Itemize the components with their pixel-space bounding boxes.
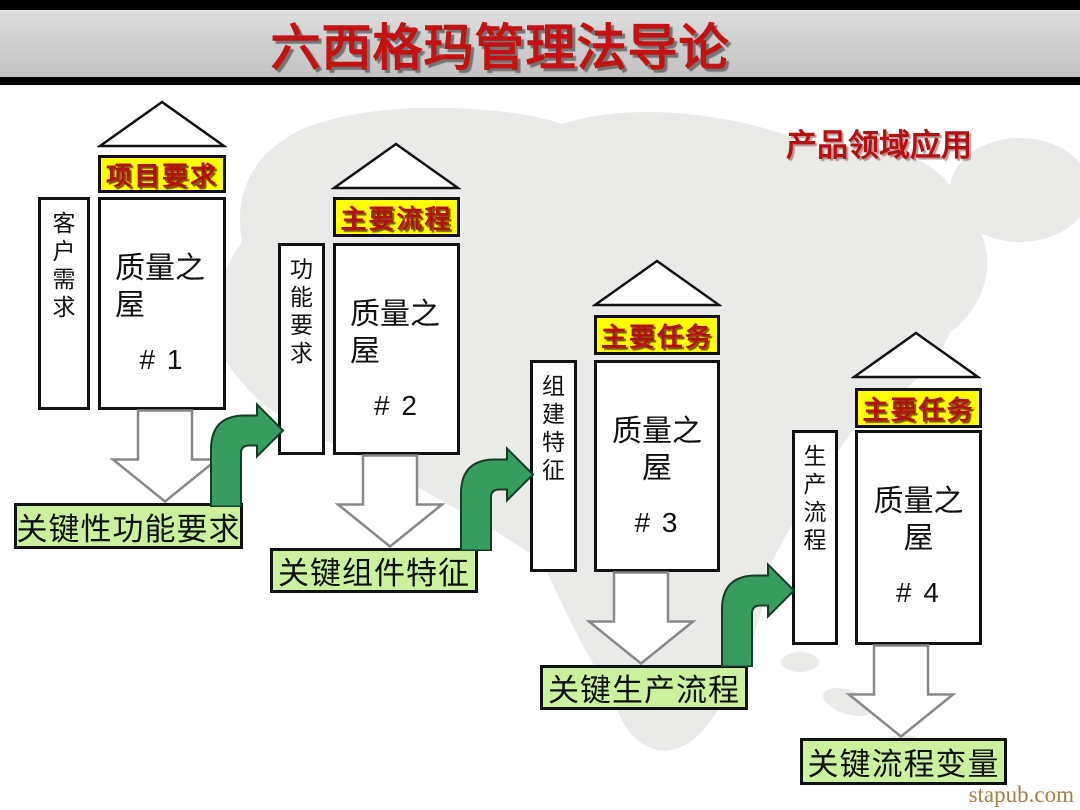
house-body-label: 质量之屋 <box>350 298 440 368</box>
curved-arrow-icon <box>210 402 285 507</box>
house-side-label: 生产流程 <box>803 443 827 553</box>
output-box: 关键流程变量 <box>800 738 1007 785</box>
house-roof-icon <box>331 142 461 190</box>
house-number: # 2 <box>374 390 419 421</box>
slide-title: 六西格玛管理法导论 <box>270 19 730 76</box>
watermark: stapub.com <box>968 782 1074 807</box>
application-domain-note: 产品领域应用 <box>786 128 972 163</box>
down-arrow-icon <box>585 571 697 666</box>
house-side-label: 功能要求 <box>290 256 313 366</box>
house-side-label: 组建特征 <box>542 373 565 483</box>
output-box: 关键组件特征 <box>270 548 478 593</box>
house-side-box: 功能要求 <box>278 243 325 455</box>
output-box: 关键生产流程 <box>540 665 748 710</box>
house-side-box: 客户需求 <box>38 197 90 410</box>
down-arrow-icon <box>334 454 446 549</box>
curved-arrow-icon <box>721 562 796 667</box>
house-roof-icon <box>97 100 227 148</box>
house-roof-label: 项目要求 <box>98 155 226 193</box>
house-roof-label: 主要任务 <box>855 388 982 428</box>
header-bottom-bar <box>0 77 1080 85</box>
house-number: # 1 <box>139 344 185 375</box>
down-arrow-icon <box>845 644 957 739</box>
house-roof-icon <box>851 331 981 379</box>
house-body-label: 质量之屋 <box>115 252 205 322</box>
down-arrow-icon <box>109 409 221 504</box>
house-main-box: 质量之屋 # 3 <box>594 360 720 572</box>
house-number: # 3 <box>634 507 680 538</box>
curved-arrow-icon <box>460 446 535 551</box>
house-main-box: 质量之屋 # 4 <box>855 430 982 645</box>
house-body-label: 质量之屋 <box>873 485 964 555</box>
house-body-label: 质量之屋 <box>612 415 702 485</box>
house-roof-icon <box>592 259 722 307</box>
house-main-box: 质量之屋 # 1 <box>98 197 226 410</box>
house-side-box: 组建特征 <box>530 360 577 572</box>
header-top-bar <box>0 0 1080 10</box>
house-number: # 4 <box>896 577 941 608</box>
house-main-box: 质量之屋 # 2 <box>333 243 460 455</box>
house-side-label: 客户需求 <box>52 210 76 320</box>
output-box: 关键性功能要求 <box>14 503 243 549</box>
house-side-box: 生产流程 <box>792 430 838 645</box>
house-roof-label: 主要流程 <box>333 197 460 237</box>
header-band <box>0 10 1080 77</box>
house-roof-label: 主要任务 <box>594 315 720 355</box>
